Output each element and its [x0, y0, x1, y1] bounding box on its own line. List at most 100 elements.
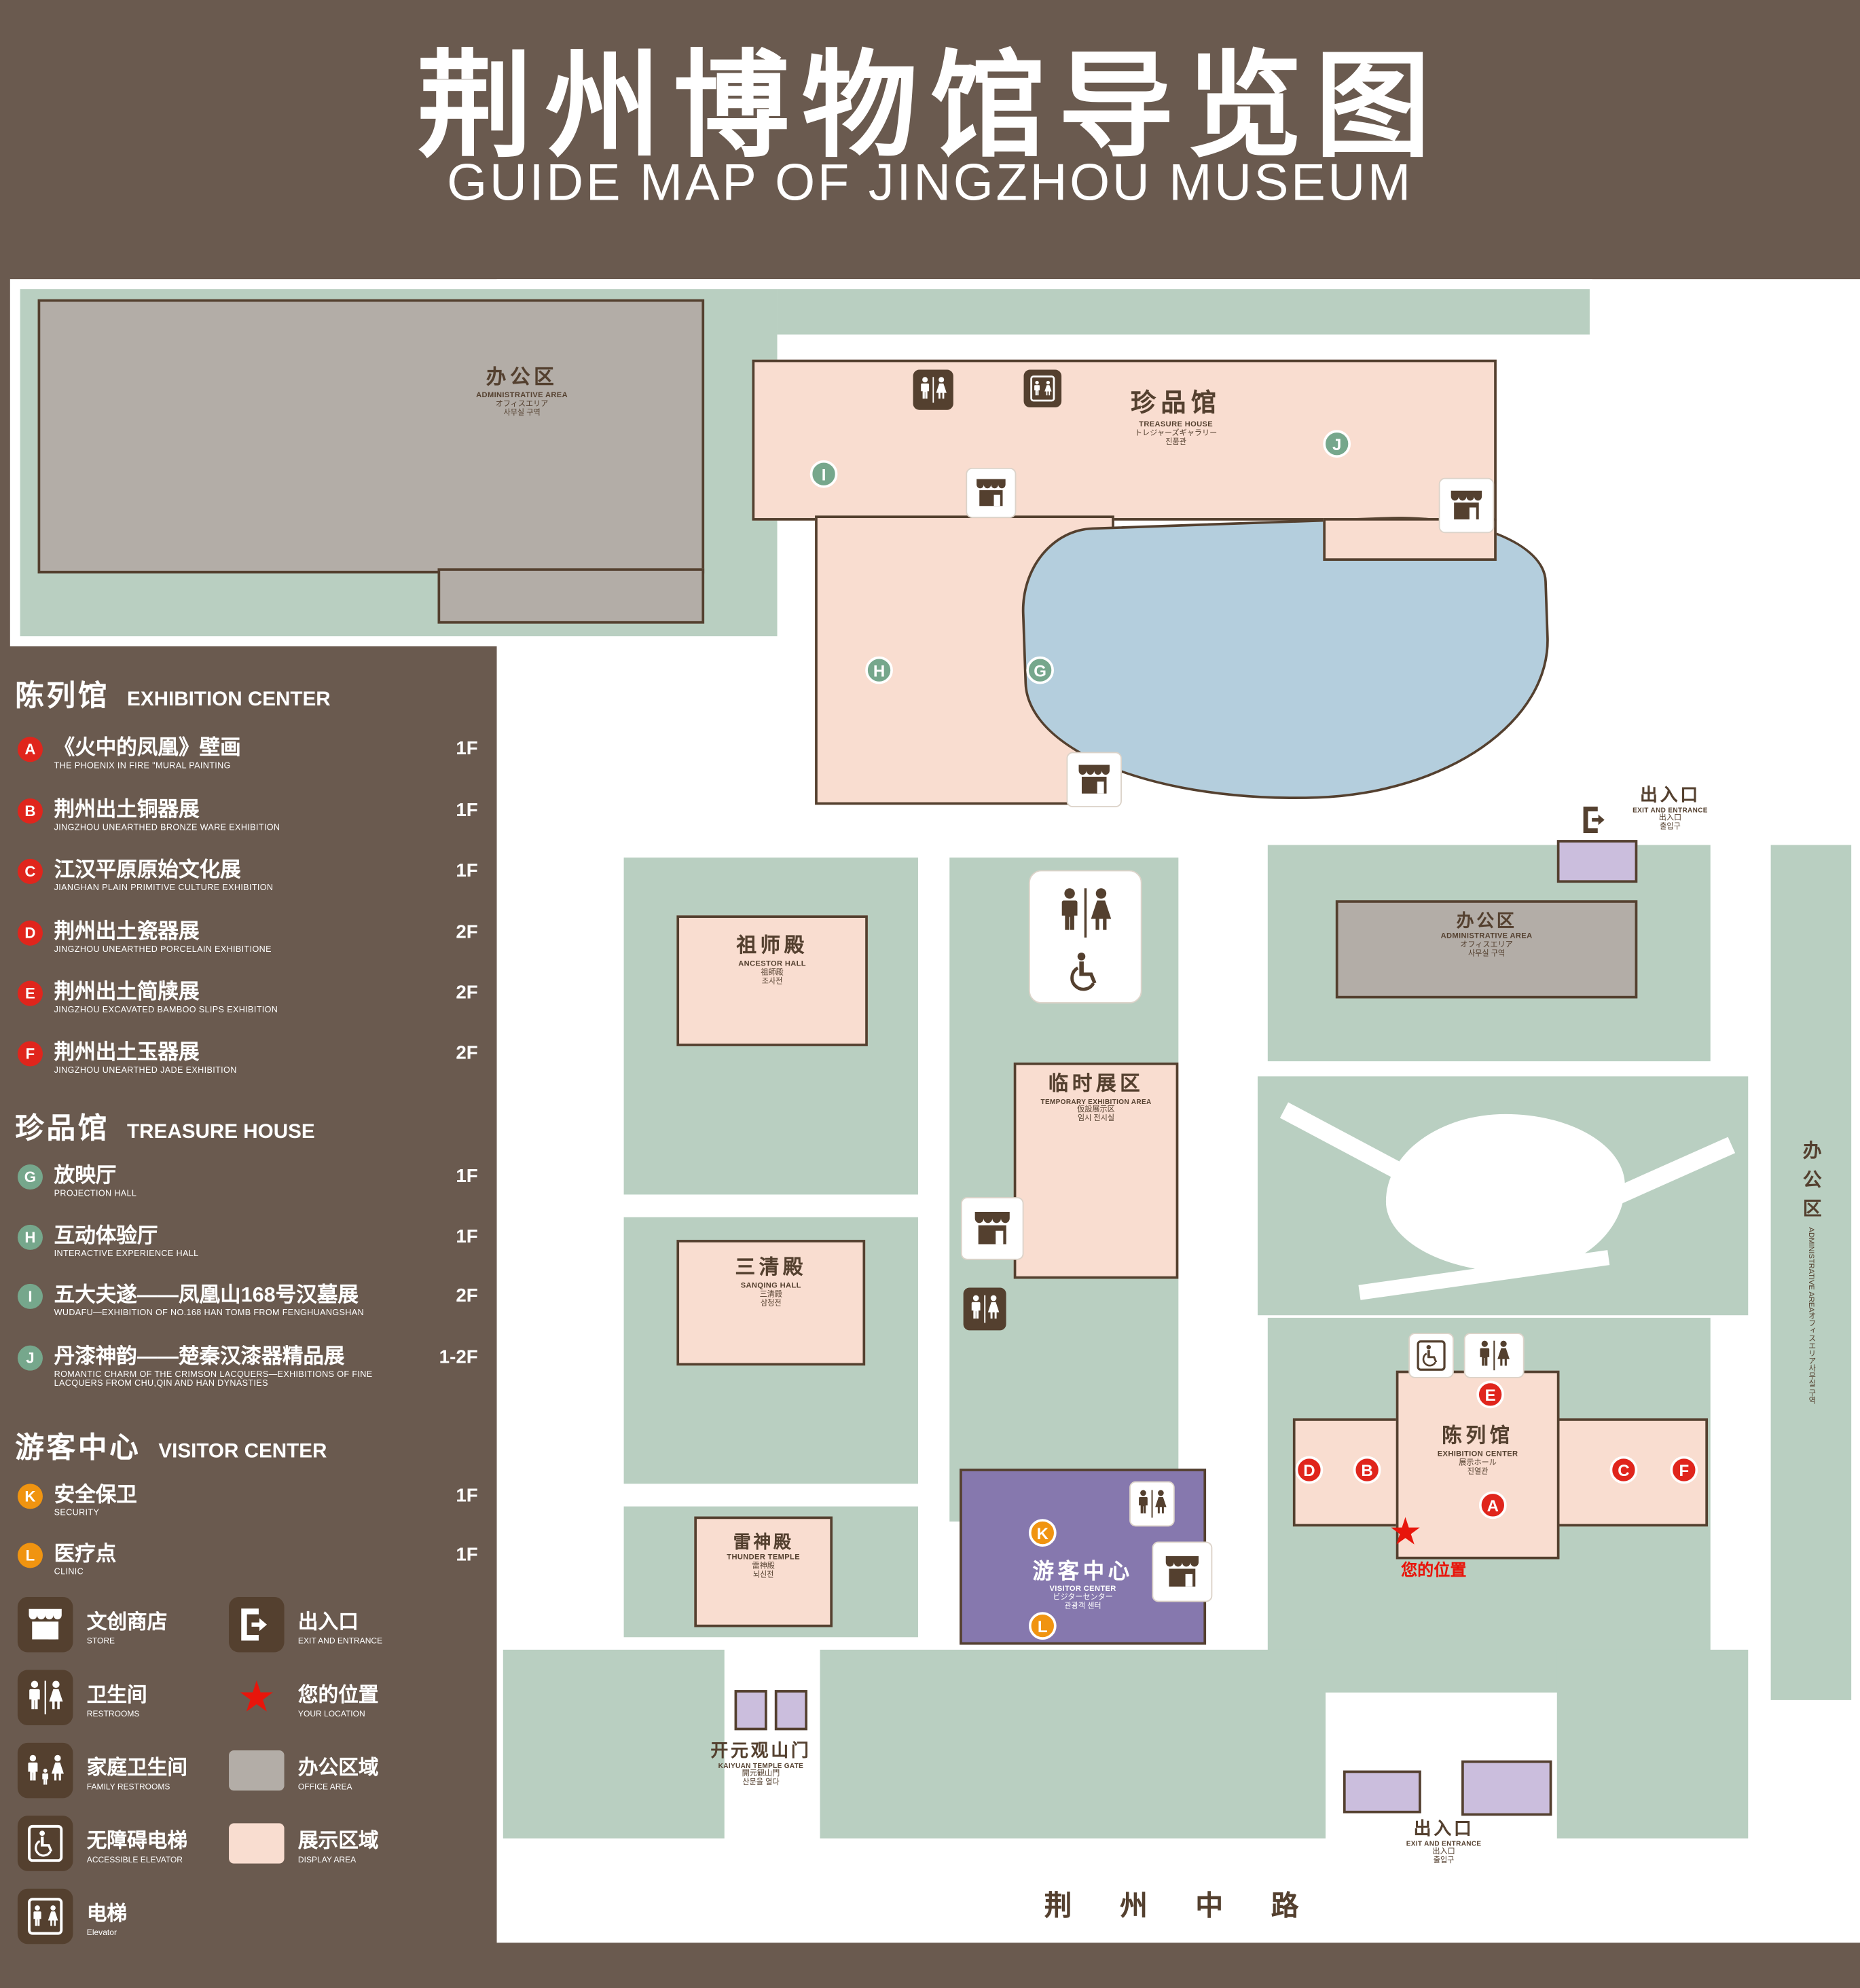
- restroom-icon: [1129, 1481, 1175, 1527]
- road-name: 荆 州 中 路: [1044, 1890, 1319, 1921]
- building-treasure-house-top: [752, 359, 1497, 521]
- marker-j: J: [1323, 430, 1351, 458]
- marker-c: C: [1609, 1456, 1638, 1484]
- label-admin-mid: 办公区 ADMINISTRATIVE AREA オフィスエリア 사무실 구역: [1440, 910, 1533, 958]
- restroom-icon: [913, 369, 953, 410]
- store-icon: [1152, 1541, 1213, 1602]
- building-exit-bottom-b: [1461, 1760, 1552, 1816]
- accessible-elevator-icon: [1064, 949, 1107, 992]
- restroom-icon: [1463, 1333, 1525, 1378]
- accessible-elevator-icon: [17, 1816, 73, 1871]
- label-treasure-house: 珍品馆 TREASURE HOUSE トレジャーズギャラリー 진품관: [1130, 390, 1222, 446]
- label-ancestor-hall: 祖师殿 ANCESTOR HALL 祖師殿 조사전: [736, 935, 808, 987]
- legend-marker-j: J: [17, 1345, 43, 1371]
- marker-k: K: [1028, 1519, 1057, 1547]
- building-admin-top-main: [37, 299, 705, 574]
- legend-marker-k: K: [17, 1484, 43, 1509]
- label-admin-top: 办公区 ADMINISTRATIVE AREA オフィスエリア 사무실 구역: [476, 367, 568, 418]
- legend-marker-h: H: [17, 1224, 43, 1250]
- marker-d: D: [1295, 1456, 1324, 1484]
- facilities-panel: [1028, 870, 1142, 1004]
- store-icon: [17, 1597, 73, 1653]
- building-ancestor-hall: [676, 915, 868, 1046]
- display-area-swatch: [229, 1816, 285, 1871]
- building-gate-left: [734, 1690, 767, 1731]
- building-sanqing-hall: [676, 1240, 866, 1366]
- marker-f: F: [1670, 1456, 1698, 1484]
- marker-g: G: [1026, 656, 1054, 684]
- elevator-icon: [1023, 369, 1062, 408]
- legend-marker-i: I: [17, 1283, 43, 1309]
- restroom-icon: [1054, 881, 1117, 944]
- lawn-bottom-center: [820, 1649, 1326, 1839]
- marker-a: A: [1478, 1491, 1507, 1520]
- elevator-icon: [1408, 1333, 1454, 1378]
- page-title: 荆州博物馆导览图: [416, 42, 1444, 171]
- page-subtitle: GUIDE MAP OF JINGZHOU MUSEUM: [447, 153, 1413, 212]
- exit-icon: [229, 1597, 285, 1653]
- marker-e: E: [1476, 1380, 1504, 1409]
- elevator-icon: [17, 1888, 73, 1945]
- garden-pond-path: [1383, 1111, 1628, 1275]
- legend-marker-b: B: [17, 798, 43, 824]
- label-temporary-exhibition: 临时展区 TEMPORARY EXHIBITION AREA 仮設展示区 임시 …: [1040, 1073, 1152, 1124]
- label-exhibition-center: 陈列馆 EXHIBITION CENTER 展示ホール 진열관: [1437, 1426, 1518, 1477]
- building-exit-bottom-a: [1343, 1770, 1421, 1814]
- building-admin-top-wing: [437, 568, 705, 624]
- label-kaiyuan-gate: 开元观山门 KAIYUAN TEMPLE GATE 開元観山門 산문을 열다: [710, 1740, 812, 1787]
- location-star-icon: ★: [1388, 1510, 1423, 1555]
- legend-marker-d: D: [17, 920, 43, 946]
- store-icon: [966, 467, 1017, 519]
- label-exit-right: 出入口 EXIT AND ENTRANCE 出入口 출입구: [1633, 784, 1708, 832]
- marker-i: I: [809, 460, 838, 488]
- legend-marker-a: A: [17, 737, 43, 762]
- marker-b: B: [1353, 1456, 1381, 1484]
- lawn-bottom-right: [1556, 1649, 1749, 1839]
- building-admin-mid: [1335, 900, 1638, 999]
- store-icon: [1066, 752, 1122, 807]
- building-exhibition-center: [1396, 1370, 1560, 1560]
- location-star-icon: ★: [237, 1672, 276, 1723]
- exit-icon: [1583, 807, 1605, 833]
- label-exit-bottom: 出入口 EXIT AND ENTRANCE 出入口 출입구: [1406, 1818, 1482, 1865]
- store-icon: [1438, 477, 1495, 534]
- building-exit-right: [1556, 840, 1638, 883]
- store-icon: [960, 1197, 1024, 1260]
- marker-h: H: [865, 656, 893, 684]
- label-sanqing-hall: 三清殿 SANQING HALL 三清殿 삼청전: [735, 1257, 807, 1308]
- marker-l: L: [1028, 1612, 1057, 1640]
- legend-marker-c: C: [17, 858, 43, 884]
- building-temporary-exhibition: [1013, 1062, 1179, 1279]
- label-admin-right: 办公区ADMINISTRATIVE AREAオフィスエリア사무실 구역: [1800, 1140, 1822, 1405]
- label-visitor-center: 游客中心 VISITOR CENTER ビジターセンター 관광객 센터: [1032, 1559, 1133, 1611]
- lawn-top-strip: [777, 289, 1590, 335]
- legend-marker-e: E: [17, 980, 43, 1006]
- lawn-bottom-left: [503, 1649, 725, 1839]
- restroom-icon: [963, 1287, 1006, 1331]
- your-location-label: 您的位置: [1401, 1560, 1467, 1580]
- building-thunder-temple: [694, 1516, 833, 1627]
